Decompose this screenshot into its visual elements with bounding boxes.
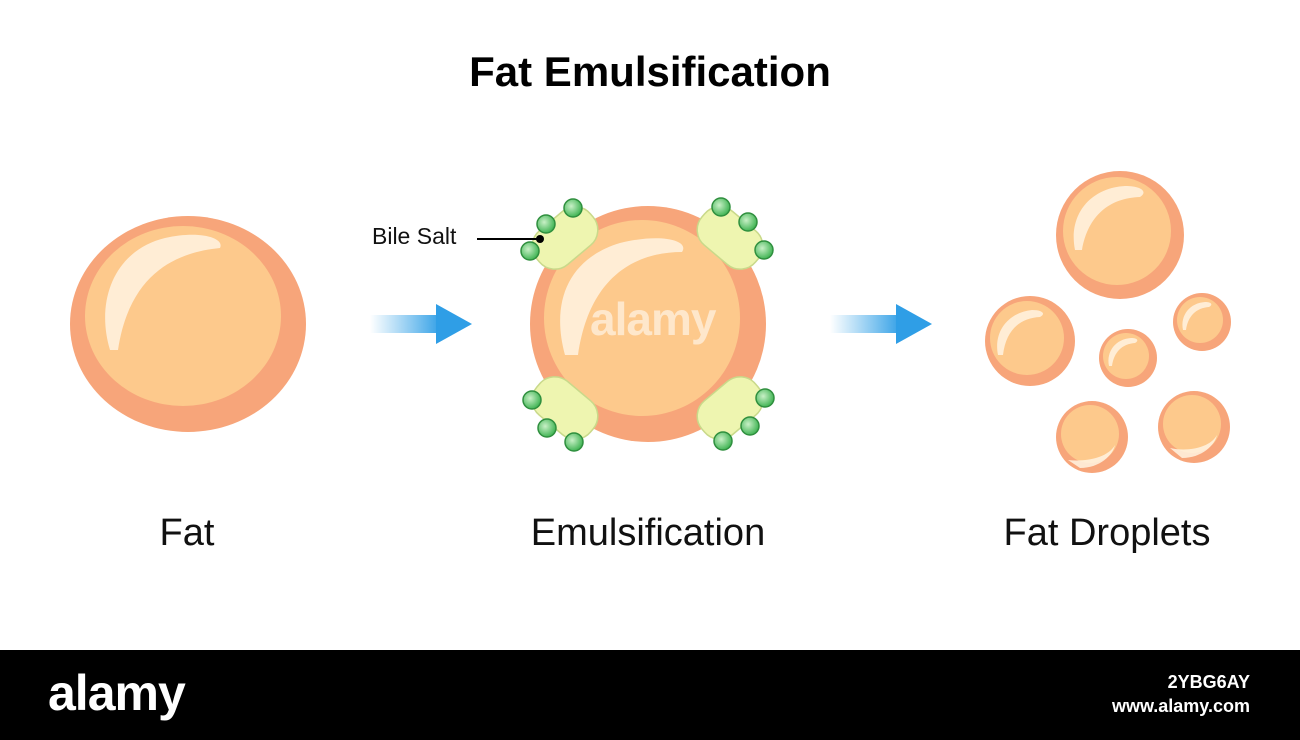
bile-salt-cluster-top-right — [696, 197, 774, 270]
fat-droplet — [1056, 401, 1128, 473]
arrow-right-icon — [830, 304, 932, 344]
fat-droplet — [985, 296, 1075, 386]
bile-salt-cluster-bottom-right — [696, 376, 775, 451]
bile-salt-pointer — [477, 235, 544, 243]
emulsifying-fat-globule — [530, 206, 766, 442]
footer-logo: alamy — [48, 665, 186, 721]
fat-droplet — [1099, 329, 1157, 387]
diagram-title: Fat Emulsification — [469, 48, 831, 95]
bile-salt-cluster-bottom-left — [522, 376, 599, 452]
stage-label-emulsification: Emulsification — [530, 512, 766, 554]
stage-label-fat-droplets: Fat Droplets — [1003, 512, 1211, 554]
fat-droplet — [1158, 391, 1230, 463]
stage-label-fat: Fat — [159, 512, 215, 554]
fat-droplet — [1173, 293, 1231, 351]
footer-url: www.alamy.com — [1111, 696, 1250, 716]
bile-salt-label: Bile Salt — [372, 223, 457, 249]
arrow-right-icon — [370, 304, 472, 344]
footer-image-id: 2YBG6AY — [1167, 672, 1250, 692]
fat-globule — [70, 216, 306, 432]
watermark: alamy — [590, 293, 716, 345]
fat-droplets-group — [985, 171, 1231, 473]
bile-salt-cluster-top-left — [520, 198, 599, 270]
diagram-canvas — [70, 171, 1231, 473]
footer-bar: alamy 2YBG6AY www.alamy.com — [0, 650, 1300, 740]
fat-droplet — [1056, 171, 1184, 299]
